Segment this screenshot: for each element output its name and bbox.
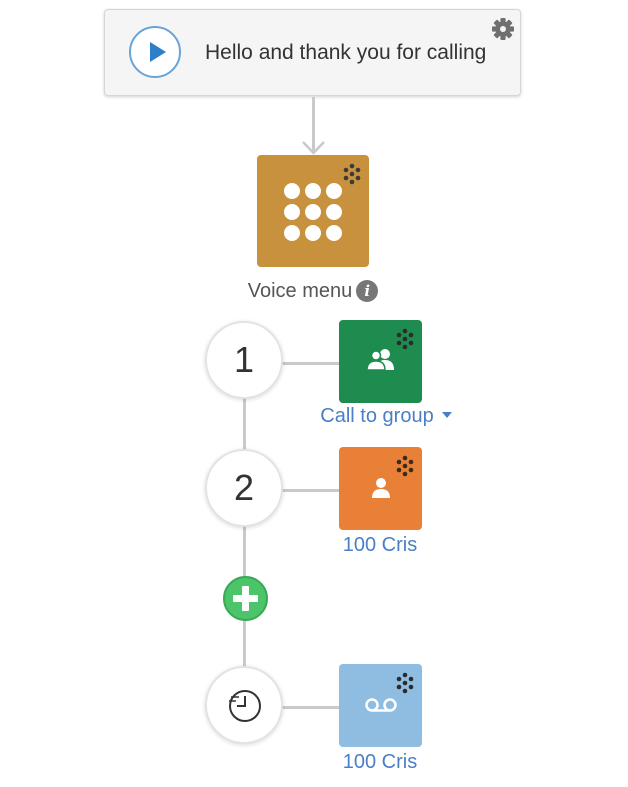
drag-handle-icon[interactable] (394, 455, 416, 477)
drag-handle-icon[interactable] (341, 163, 363, 185)
greeting-text: Hello and thank you for calling (205, 41, 487, 64)
connector-trunk (243, 395, 246, 670)
voicemail-icon (365, 698, 397, 712)
key-timeout[interactable] (205, 666, 283, 744)
voice-menu-title: Voice menu (247, 280, 353, 302)
connector-option-1 (282, 362, 342, 365)
add-option-button[interactable] (223, 576, 268, 621)
destination-label-voicemail[interactable]: 100 Cris (342, 751, 418, 773)
keypad-icon (284, 183, 342, 241)
timeout-clock-icon (229, 690, 261, 722)
dropdown-caret-icon[interactable] (441, 412, 452, 418)
plus-icon (233, 586, 258, 611)
group-icon (366, 349, 394, 371)
play-icon (150, 42, 166, 62)
destination-call-group[interactable] (339, 320, 422, 403)
voice-menu-node[interactable] (257, 155, 369, 267)
arrow-head-icon (302, 141, 325, 155)
connector-option-2 (282, 489, 342, 492)
info-icon[interactable]: i (356, 280, 379, 302)
gear-icon[interactable] (491, 17, 515, 41)
drag-handle-icon[interactable] (394, 672, 416, 694)
destination-voicemail[interactable] (339, 664, 422, 747)
greeting-card[interactable]: Hello and thank you for calling (104, 9, 521, 96)
connector-greeting-menu (312, 97, 315, 151)
destination-user[interactable] (339, 447, 422, 530)
connector-option-timeout (282, 706, 342, 709)
key-1[interactable]: 1 (205, 321, 283, 399)
key-2[interactable]: 2 (205, 449, 283, 527)
destination-label-call-group[interactable]: Call to group (300, 405, 472, 428)
drag-handle-icon[interactable] (394, 328, 416, 350)
destination-name: Call to group (320, 405, 434, 427)
user-icon (372, 478, 390, 498)
play-button[interactable] (129, 26, 181, 78)
destination-label-user[interactable]: 100 Cris (342, 534, 418, 556)
